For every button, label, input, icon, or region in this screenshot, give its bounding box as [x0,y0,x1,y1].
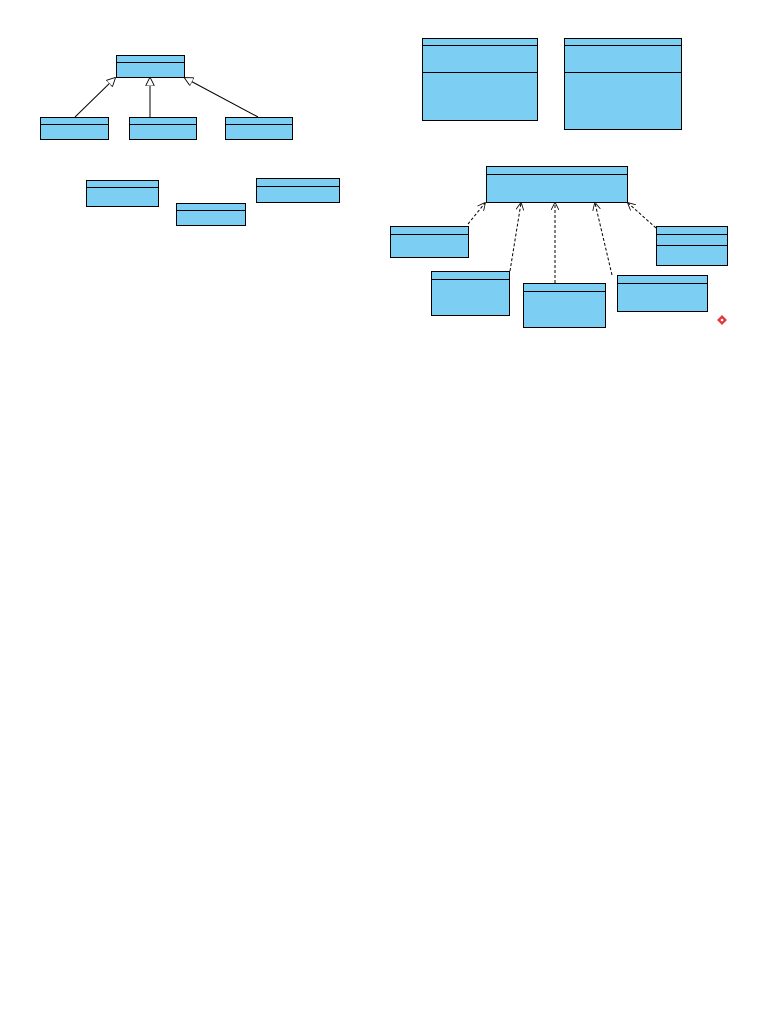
dependency-arrow[interactable] [628,203,657,229]
class-body[interactable] [523,283,606,328]
class-box-a-child-2[interactable] [129,117,197,140]
class-body[interactable] [40,117,109,140]
class-box-b-right[interactable] [256,178,340,203]
class-box-b-mid[interactable] [176,203,246,226]
class-box-d-low-2[interactable] [523,283,606,328]
class-body[interactable] [431,271,510,316]
dependency-arrow[interactable] [467,203,485,225]
classes-layer [40,38,728,328]
class-box-a-parent[interactable] [116,55,185,78]
class-body[interactable] [422,38,538,121]
class-box-b-left[interactable] [86,180,159,207]
class-body[interactable] [225,117,293,140]
class-box-d-low-3[interactable] [617,275,708,312]
class-body[interactable] [564,38,682,130]
relations-layer [74,78,657,283]
class-body[interactable] [256,178,340,203]
class-body[interactable] [390,226,469,258]
class-box-c-right[interactable] [564,38,682,130]
generalization-arrow[interactable] [74,78,115,118]
marker-layer [715,313,729,327]
class-body[interactable] [129,117,197,140]
dependency-arrow[interactable] [595,203,613,276]
class-body[interactable] [116,55,185,78]
class-body[interactable] [176,203,246,226]
class-box-d-center[interactable] [486,166,628,203]
class-box-d-low-1[interactable] [431,271,510,316]
generalization-arrow[interactable] [185,78,259,118]
class-box-d-left[interactable] [390,226,469,258]
class-box-d-right[interactable] [656,226,728,266]
class-body[interactable] [86,180,159,207]
class-box-c-left[interactable] [422,38,538,121]
dependency-arrow[interactable] [509,203,521,272]
class-box-a-child-3[interactable] [225,117,293,140]
class-body[interactable] [486,166,628,203]
red-diamond-marker-icon[interactable] [715,313,729,327]
class-body[interactable] [617,275,708,312]
class-box-a-child-1[interactable] [40,117,109,140]
